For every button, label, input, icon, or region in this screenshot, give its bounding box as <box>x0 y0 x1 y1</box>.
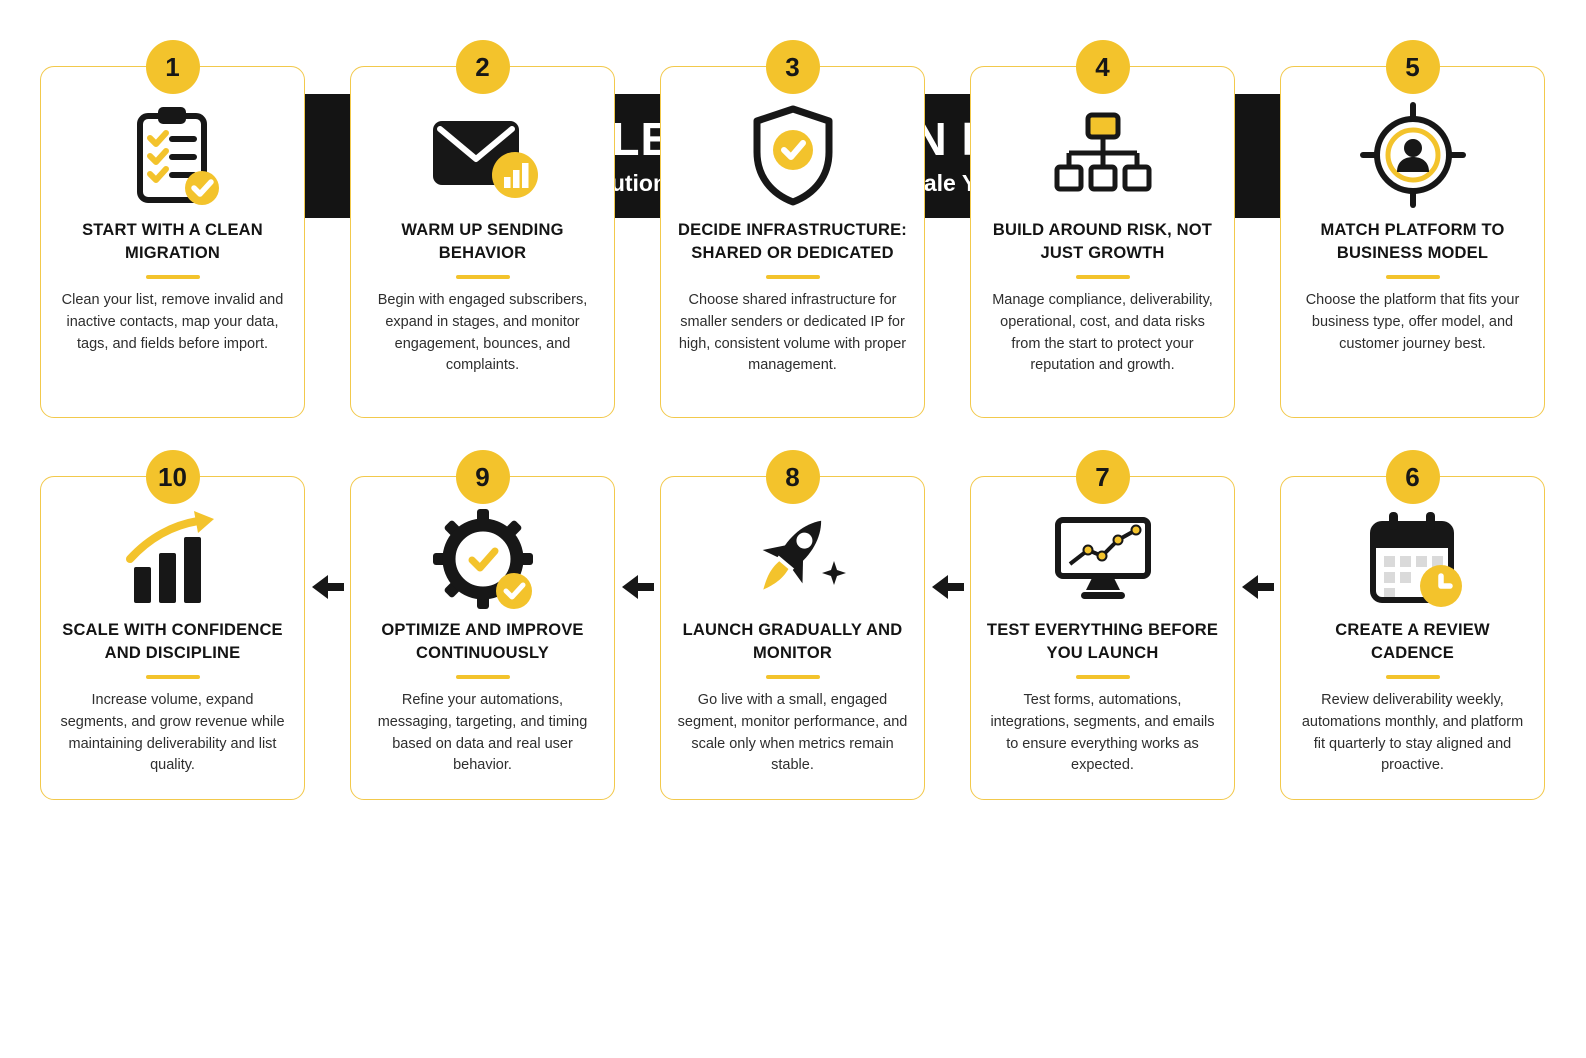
step-title: DECIDE INFRASTRUCTURE: SHARED OR DEDICAT… <box>678 221 907 263</box>
step-card-8: 8 LAUNCH GRADUALLY AND MONITOR Go live w… <box>660 450 925 800</box>
infographic-page: EMAIL IMPLEMENTATION PROCESS A Professio… <box>0 40 1586 1058</box>
step-number-badge: 8 <box>765 450 820 504</box>
process-row-1: 1 START WITH A CLEAN MIGRATION Clean yo <box>0 40 1586 418</box>
step-number-badge: 3 <box>765 40 820 94</box>
step-card-9: 9 <box>350 450 615 800</box>
step-title: START WITH A CLEAN MIGRATION <box>82 221 263 263</box>
flow-arrow <box>925 476 970 800</box>
step-title: MATCH PLATFORM TO BUSINESS MODEL <box>1320 221 1505 263</box>
step-title: TEST EVERYTHING BEFORE YOU LAUNCH <box>986 621 1219 663</box>
title-divider <box>1385 675 1440 680</box>
arrow-left-icon <box>621 575 654 599</box>
step-title: BUILD AROUND RISK, NOT JUST GROWTH <box>992 221 1213 263</box>
step-card-1: 1 START WITH A CLEAN MIGRATION Clean yo <box>40 40 305 418</box>
step-description: Review deliverability weekly, automation… <box>1301 692 1524 774</box>
gear-check-icon <box>431 509 535 609</box>
step-number-badge: 4 <box>1075 40 1130 94</box>
calendar-clock-icon <box>1357 509 1469 609</box>
step-number-badge: 9 <box>455 450 510 504</box>
step-description: Go live with a small, engaged segment, m… <box>677 692 908 774</box>
title-divider <box>145 275 200 280</box>
step-description: Increase volume, expand segments, and gr… <box>60 692 285 774</box>
clipboard-checklist-icon <box>124 101 222 209</box>
title-divider <box>1385 275 1440 280</box>
step-description: Refine your automations, messaging, targ… <box>377 692 588 774</box>
flow-arrow <box>305 476 350 800</box>
arrow-left-icon <box>1241 575 1274 599</box>
step-description: Choose the platform that fits your busin… <box>1305 292 1520 352</box>
step-description: Choose shared infrastructure for smaller… <box>678 292 907 374</box>
arrow-left-icon <box>931 575 964 599</box>
step-card-6: 6 CREATE A REVIEW C <box>1280 450 1545 800</box>
step-card-7: 7 TEST EVERYTHING BEFORE YOU LAUNCH Test… <box>970 450 1235 800</box>
step-description: Manage compliance, deliverability, opera… <box>992 292 1213 374</box>
step-number-badge: 6 <box>1385 450 1440 504</box>
step-number-badge: 7 <box>1075 450 1130 504</box>
step-number-badge: 2 <box>455 40 510 94</box>
step-title: WARM UP SENDING BEHAVIOR <box>401 221 564 263</box>
step-description: Test forms, automations, integrations, s… <box>990 692 1215 774</box>
step-title: OPTIMIZE AND IMPROVE CONTINUOUSLY <box>381 621 584 663</box>
title-divider <box>1075 675 1130 680</box>
title-divider <box>455 275 510 280</box>
step-title: SCALE WITH CONFIDENCE AND DISCIPLINE <box>62 621 283 663</box>
title-divider <box>765 275 820 280</box>
step-title: LAUNCH GRADUALLY AND MONITOR <box>682 621 903 663</box>
shield-check-icon <box>743 101 843 209</box>
step-card-4: 4 BUILD AROUND RISK, NOT JUST GROWTH Man… <box>970 40 1235 418</box>
title-divider <box>765 675 820 680</box>
growth-chart-icon <box>118 509 228 609</box>
step-title: CREATE A REVIEW CADENCE <box>1335 621 1490 663</box>
target-audience-icon <box>1359 101 1466 209</box>
rocket-icon <box>737 509 849 609</box>
hierarchy-icon <box>1047 101 1159 209</box>
step-card-2: 2 WARM UP SENDING BEHAVIOR Begin with en… <box>350 40 615 418</box>
flow-arrow <box>1235 476 1280 800</box>
step-card-3: 3 DECIDE INFRASTRUCTURE: SHARED OR DEDIC… <box>660 40 925 418</box>
step-description: Begin with engaged subscribers, expand i… <box>377 292 588 374</box>
process-row-2: 10 SCALE WITH CONFIDENCE AND DISCIPLINE … <box>0 450 1586 800</box>
step-description: Clean your list, remove invalid and inac… <box>61 292 284 352</box>
monitor-chart-icon <box>1044 509 1162 609</box>
title-divider <box>1075 275 1130 280</box>
step-card-5: 5 MATCH PLATFORM TO BUSINESS MODEL Choos… <box>1280 40 1545 418</box>
step-number-badge: 1 <box>145 40 200 94</box>
envelope-chart-icon <box>423 101 543 209</box>
step-card-10: 10 SCALE WITH CONFIDENCE AND DISCIPLINE … <box>40 450 305 800</box>
title-divider <box>145 675 200 680</box>
step-number-badge: 5 <box>1385 40 1440 94</box>
title-divider <box>455 675 510 680</box>
step-number-badge: 10 <box>145 450 200 504</box>
arrow-left-icon <box>311 575 344 599</box>
flow-arrow <box>615 476 660 800</box>
